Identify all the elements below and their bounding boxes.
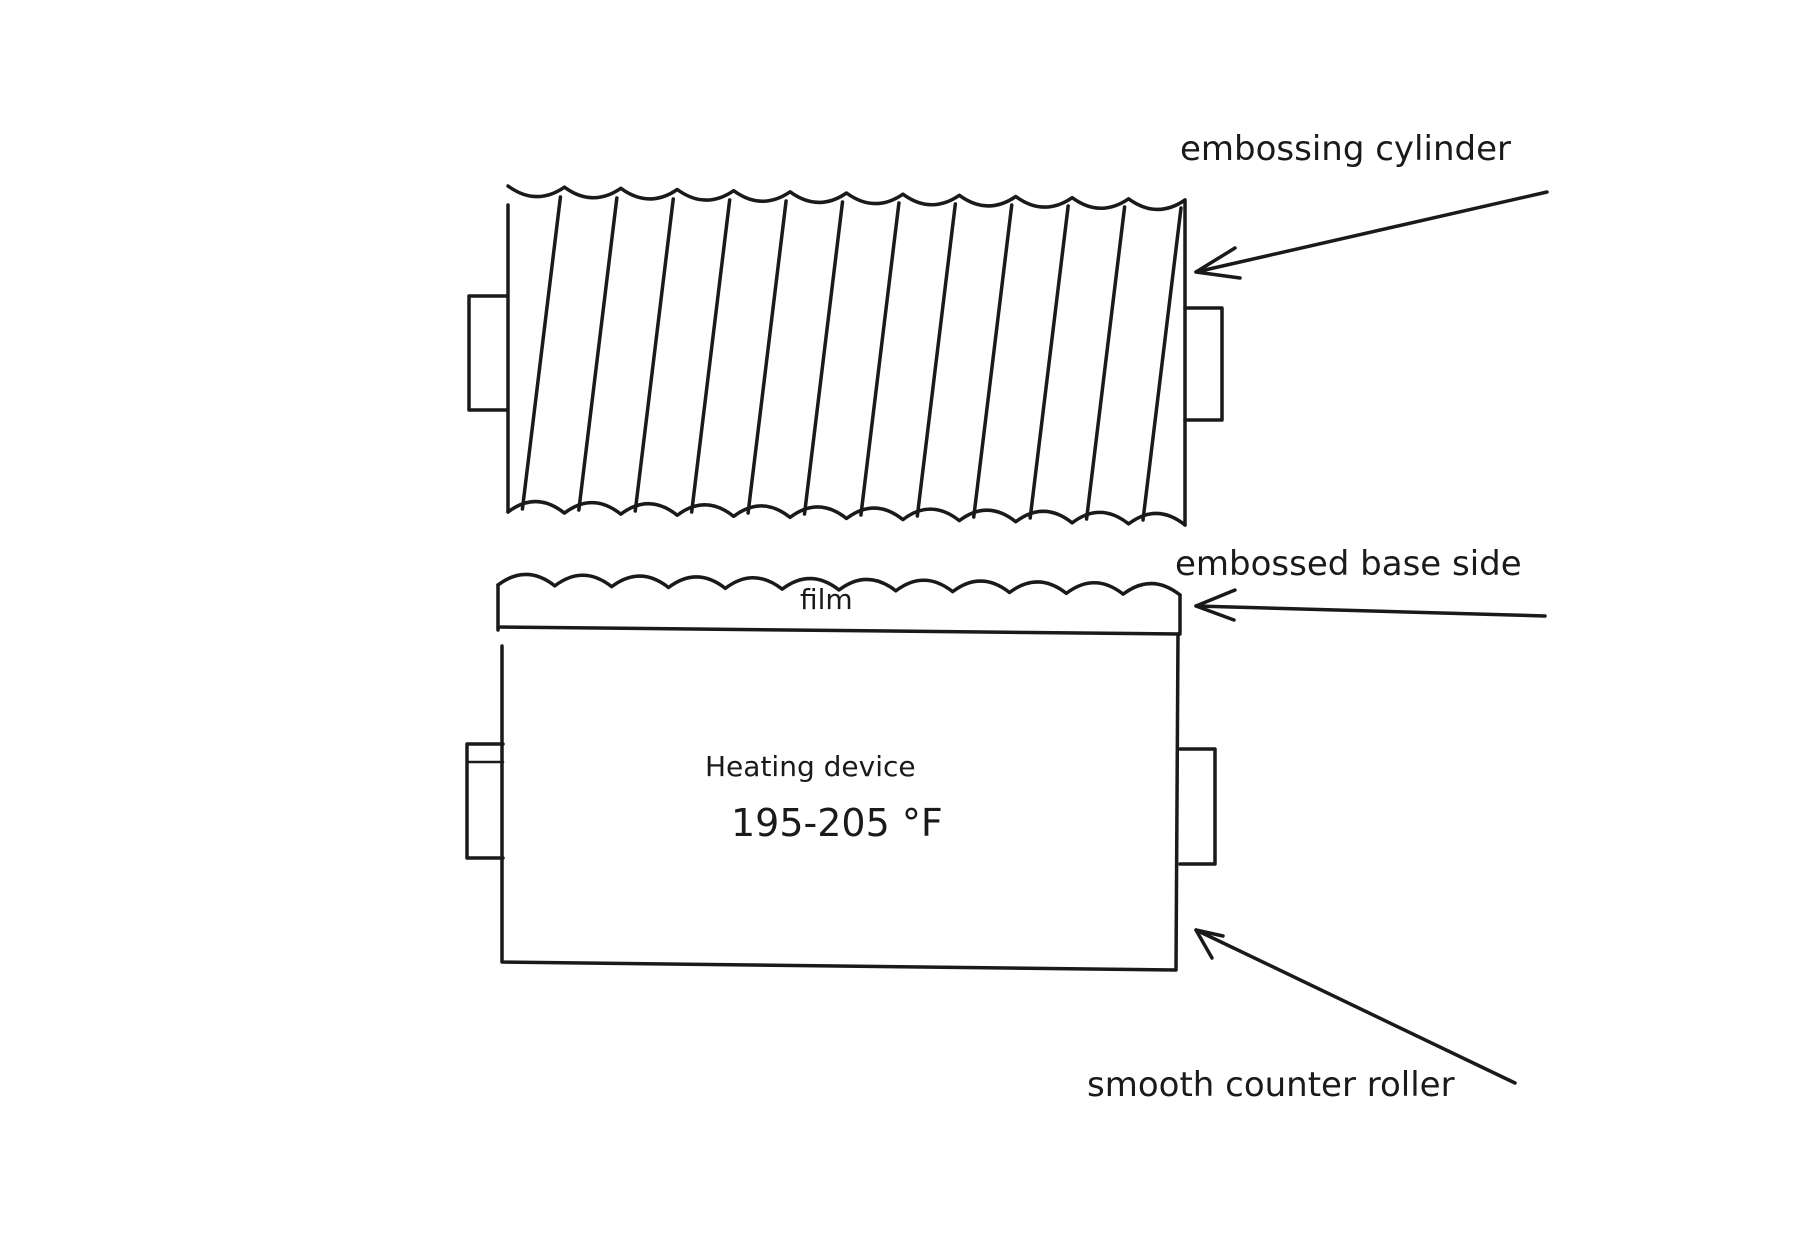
groove-line: [1141, 206, 1183, 522]
embossing-cylinder-right-shaft: [1183, 306, 1224, 422]
callout-arrow-embossing-cylinder: [1194, 190, 1549, 280]
film-scallop-edge: [496, 572, 1182, 597]
counter-roller-body: [500, 632, 1180, 972]
groove-line: [1084, 205, 1127, 521]
groove-line: [746, 199, 788, 515]
heating-device-label: Heating device: [705, 750, 916, 783]
embossed-base-side-label: embossed base side: [1175, 544, 1522, 584]
embossing-cylinder-label: embossing cylinder: [1180, 129, 1511, 169]
callout-arrow-embossed-base-side: [1194, 588, 1547, 622]
embossing-cylinder-top-scallop: [506, 184, 1187, 212]
groove-line: [972, 203, 1014, 519]
embossing-cylinder-grooves: [520, 195, 1183, 522]
groove-line: [859, 201, 901, 517]
smooth-counter-roller: Heating device 195-205 °F: [465, 632, 1217, 972]
counter-roller-right-shaft: [1178, 747, 1217, 866]
groove-line: [689, 198, 732, 514]
arrowhead-embossed-base-side: [1194, 588, 1237, 622]
temperature-label: 195-205 °F: [731, 801, 943, 845]
film-label: film: [800, 583, 853, 616]
groove-line: [802, 200, 845, 516]
groove-line: [520, 195, 563, 511]
embossing-cylinder-left-shaft: [467, 294, 509, 412]
groove-line: [1028, 204, 1070, 520]
embossing-cylinder-bottom-scallop: [506, 499, 1187, 527]
counter-roller-left-shaft: [465, 742, 505, 860]
arrowhead-embossing-cylinder: [1194, 246, 1242, 280]
embossing-cylinder: [467, 184, 1224, 527]
callout-arrow-smooth-counter-roller: [1194, 928, 1517, 1085]
film-layer: film: [496, 572, 1182, 636]
groove-line: [577, 196, 619, 512]
film-base-line: [496, 625, 1182, 636]
arrowhead-smooth-counter-roller: [1194, 928, 1225, 960]
groove-line: [633, 197, 675, 513]
smooth-counter-roller-label: smooth counter roller: [1087, 1065, 1455, 1105]
groove-line: [915, 202, 958, 518]
